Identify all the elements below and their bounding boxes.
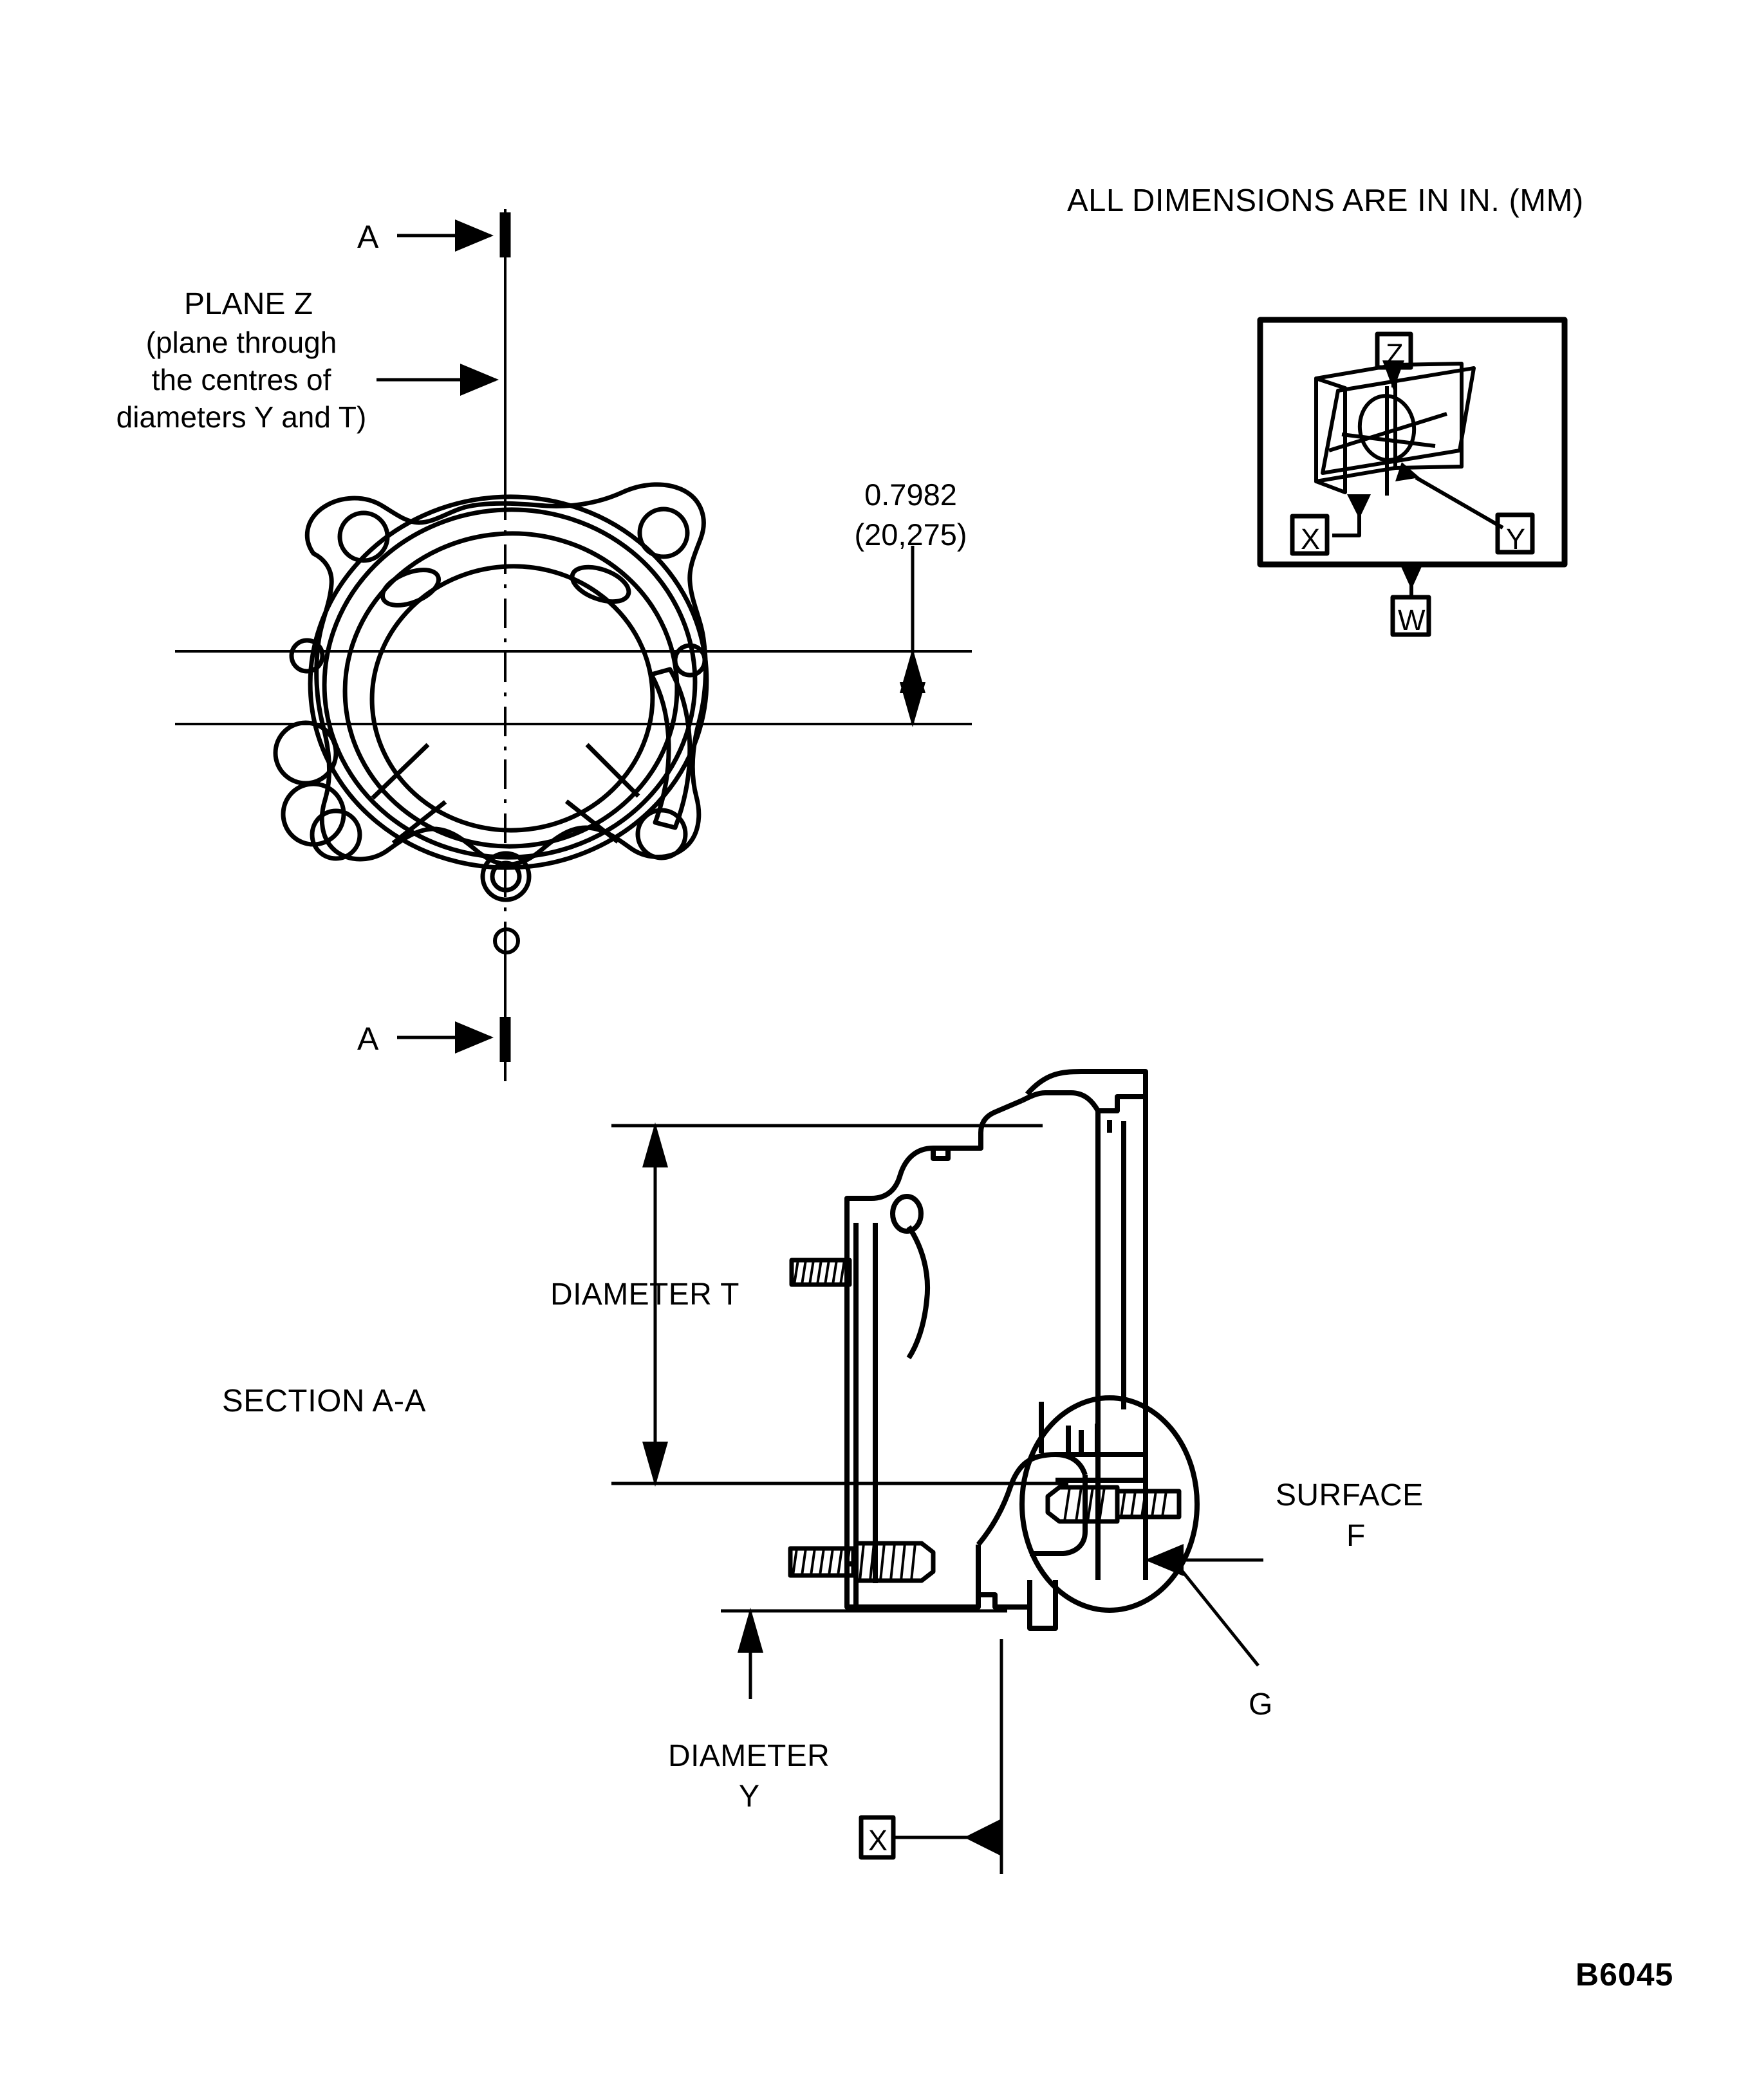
datum-x-section-box [859,1815,896,1860]
diameter-t-label: DIAMETER T [550,1278,739,1312]
flange-bottom-small-hole [493,927,520,954]
offset-dimension-inch: 0.7982 [864,478,957,512]
offset-dimension-mm: (20,275) [854,517,967,552]
flange-center-bottom-boss [480,851,532,902]
datum-x-section-arrow [964,1819,1001,1856]
diameter-y-line2: Y [739,1779,760,1814]
flange-bore-oval-slots [380,564,631,608]
g-leader [1180,1569,1260,1667]
section-mark-bottom-label: A [357,1021,379,1057]
surface-f-line1: SURFACE [1276,1478,1424,1512]
flange-lug-bottom-left [310,808,362,861]
diameter-y-dimension [721,1608,1007,1699]
datum-w-label: W [1398,604,1426,637]
plane-z-line3: diameters Y and T) [116,400,367,434]
flange-plan-outline [304,482,708,867]
datum-boxes [1290,331,1535,637]
flange-lug-top-left [337,510,390,563]
surface-f-line2: F [1346,1519,1366,1553]
section-stud-upper [789,1258,852,1287]
section-mark-top-label: A [357,219,379,255]
detail-callout-g: G [1249,1687,1273,1722]
datum-diagram-planes [1314,362,1476,496]
flange-lug-top-right [637,506,690,559]
plane-z-line1: (plane through [145,326,337,359]
diameter-t-dimension [611,1122,1068,1487]
flange-arc-slot [649,667,693,830]
section-stud-detail [1045,1485,1182,1524]
plane-z-line2: the centres of [151,363,331,396]
datum-y-label: Y [1506,523,1526,555]
drawing-number: B6045 [1576,1956,1674,1993]
datum-z-label: Z [1386,338,1404,371]
detail-circle-g [1019,1395,1200,1613]
plane-z-title: PLANE Z [183,287,313,321]
flange-ribs [371,743,640,845]
datum-x-section-label: X [868,1824,888,1857]
units-note: ALL DIMENSIONS ARE IN IN. (MM) [1067,183,1584,218]
section-stud-lower [788,1541,936,1583]
diameter-y-line1: DIAMETER [668,1739,830,1773]
flange-side-holes-left [273,720,346,847]
datum-x-label: X [1301,523,1321,555]
section-aa-title: SECTION A-A [222,1384,426,1418]
